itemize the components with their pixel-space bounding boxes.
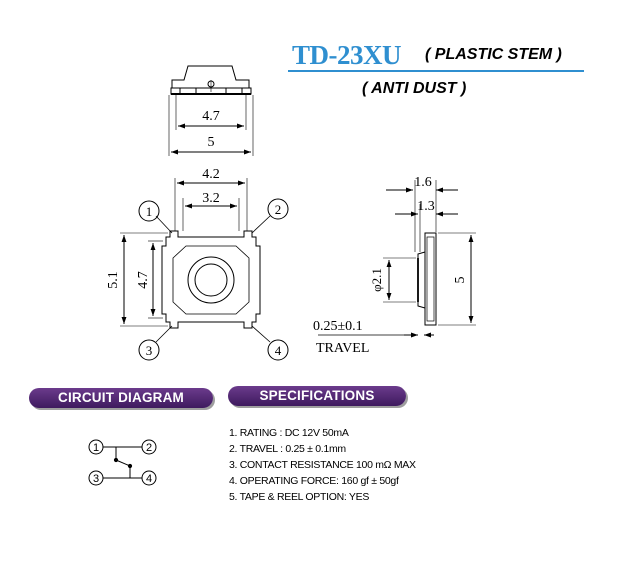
side-dim-inner: 4.7 — [202, 109, 220, 124]
title-underline — [288, 70, 584, 72]
side-plunger — [417, 251, 426, 309]
plunger-inner — [194, 263, 228, 297]
pin-1-label: 1 — [146, 204, 153, 219]
pin-4-marker — [267, 339, 289, 361]
pin-3-marker — [138, 339, 160, 361]
spec-item: 2. TRAVEL : 0.25 ± 0.1mm — [229, 443, 346, 455]
pin-2-marker — [267, 198, 289, 220]
side-dim-outer: 5 — [208, 135, 215, 150]
top-dim-outer: 4.2 — [202, 167, 220, 182]
circuit-pin-3-label: 3 — [93, 473, 99, 485]
spec-item: 4. OPERATING FORCE: 160 gf ± 50gf — [229, 475, 399, 487]
switch-inner-plate — [172, 245, 250, 315]
right-dim-top-inner: 1.3 — [417, 199, 435, 214]
pin-3-label: 3 — [146, 343, 153, 358]
circuit-pin-4-label: 4 — [146, 473, 152, 485]
specifications-header: SPECIFICATIONS — [228, 386, 406, 406]
specifications-list: 1. RATING : DC 12V 50mA 2. TRAVEL : 0.25… — [229, 425, 416, 505]
travel-value: 0.25±0.1 — [313, 319, 363, 334]
pin-1-marker — [138, 200, 160, 222]
side-body-right — [424, 232, 437, 326]
circuit-pin-2-label: 2 — [146, 442, 152, 454]
top-view — [120, 178, 289, 361]
left-dim-inner: 4.7 — [136, 271, 151, 289]
right-dim-top-outer: 1.6 — [414, 175, 432, 190]
right-dim-diameter: φ2.1 — [369, 268, 384, 292]
top-dim-inner: 3.2 — [202, 191, 220, 206]
side-view-right — [318, 180, 476, 338]
part-number-title: TD-23XU — [292, 40, 402, 70]
pin-2-label: 2 — [275, 202, 282, 217]
spec-item: 3. CONTACT RESISTANCE 100 mΩ MAX — [229, 459, 416, 471]
side-view-top — [168, 65, 254, 156]
stem-type-label: ( PLASTIC STEM ) — [425, 46, 562, 63]
circuit-diagram-header: CIRCUIT DIAGRAM — [29, 388, 213, 408]
circuit-diagram — [88, 439, 157, 486]
circuit-pin-1-label: 1 — [93, 442, 99, 454]
travel-label: TRAVEL — [316, 341, 369, 356]
switch-body-top — [161, 230, 261, 329]
dust-type-label: ( ANTI DUST ) — [362, 80, 467, 97]
switch-contact — [115, 459, 131, 467]
switch-body-side — [171, 65, 250, 89]
plunger-outer — [187, 256, 235, 304]
right-dim-height: 5 — [453, 277, 468, 284]
spec-item: 1. RATING : DC 12V 50mA — [229, 427, 349, 439]
spec-item: 5. TAPE & REEL OPTION: YES — [229, 491, 370, 503]
left-dim-outer: 5.1 — [106, 271, 121, 289]
pin-4-label: 4 — [275, 343, 282, 358]
